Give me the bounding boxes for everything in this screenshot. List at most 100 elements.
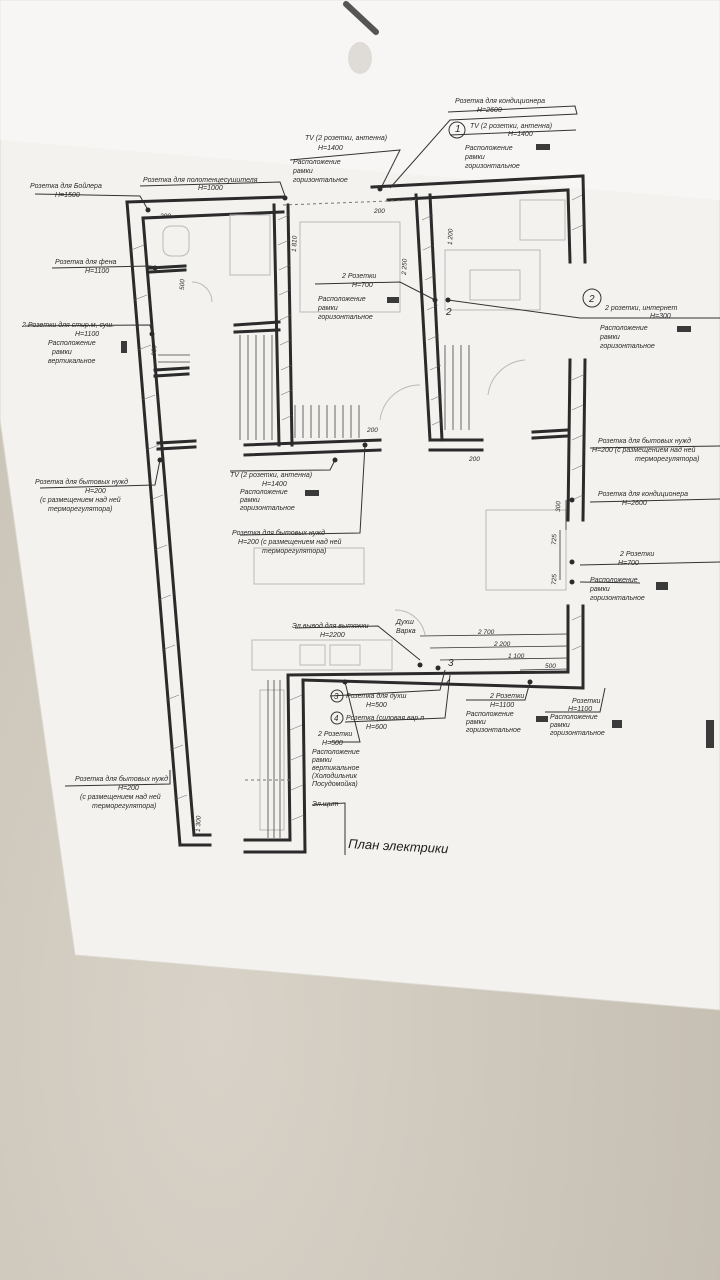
label-internet-pos3: горизонтальное (600, 343, 655, 350)
label-oven: Розетка для духш (346, 692, 407, 700)
label-kitchen2b-pos2: рамки (549, 722, 570, 729)
label-tv-mid-h: H=1400 (262, 481, 287, 488)
label-fridge-pos1: Расположение (312, 749, 360, 756)
label-household-right: Розетка для бытовых нужд (598, 437, 691, 445)
dim-200a: 200 (159, 213, 171, 220)
dimension-text: 200 200 200 200 1 810 2 250 1 200 500 95… (151, 208, 562, 832)
label-household-bottom-h: H=200 (118, 785, 139, 792)
label-household-left-h: H=200 (85, 488, 106, 495)
label-sockets2-right: 2 Розетки (619, 551, 654, 558)
marker-3: 3 (334, 692, 339, 701)
label-fridge-pos4: (Холодильник (312, 772, 358, 780)
label-household-bottom-note2: терморегулятора) (92, 803, 156, 810)
label-sockets2-right-pos2: рамки (589, 586, 610, 593)
label-internet: 2 розетки, интернет (604, 305, 677, 312)
labels-text: Розетка для Бойлера H=1500 Розетка для п… (21, 97, 699, 810)
furniture-outlines (162, 199, 567, 831)
label-tv-right-pos3: горизонтальное (465, 163, 520, 170)
label-washer-pos2: рамки (51, 349, 72, 356)
label-household-mid-note: терморегулятора) (262, 548, 326, 555)
label-boiler-h: H=1500 (55, 192, 80, 199)
label-internet-pos2: рамки (599, 334, 620, 341)
label-boiler: Розетка для Бойлера (30, 182, 102, 190)
label-tv-right-pos1: Расположение (465, 145, 513, 152)
label-oven-h: H=500 (366, 702, 387, 709)
label-sockets2-mid: 2 Розетки (341, 273, 376, 280)
label-fridge-pos3: вертикальное (312, 765, 360, 772)
label-kitchen2b-h: H=1100 (568, 706, 592, 713)
socket-markers (145, 186, 575, 685)
label-tv-top-pos1: Расположение (293, 159, 341, 166)
dim-950: 950 (151, 345, 158, 356)
label-sockets2-mid-pos3: горизонтальное (318, 314, 373, 321)
marker-2: 2 (445, 307, 452, 318)
dim-300: 300 (555, 501, 562, 512)
leader-lines (24, 105, 720, 855)
marker-2b: 2 (588, 294, 595, 305)
label-kitchen2-h: H=1100 (490, 702, 514, 709)
label-kitchen2b-pos1: Расположение (550, 714, 598, 721)
label-kitchen2-pos2: рамки (465, 719, 486, 726)
dim-1810: 1 810 (291, 235, 299, 252)
label-fridge-pos5: Посудомойка) (312, 780, 358, 788)
label-sockets2-mid-pos2: рамки (317, 305, 338, 312)
dim-725b: 725 (551, 574, 558, 585)
walls (125, 174, 587, 854)
label-sockets2-right-pos3: горизонтальное (590, 595, 645, 602)
label-kitchen2-pos1: Расположение (466, 711, 514, 718)
dim-2250: 2 250 (401, 258, 409, 276)
label-tv-right: TV (2 розетки, антенна) (470, 123, 552, 130)
numbered-markers (330, 121, 602, 725)
label-washer-pos3: вертикальное (48, 358, 96, 365)
label-kitchen2b-pos3: горизонтальное (550, 730, 605, 737)
dim-1200: 1 200 (447, 228, 455, 245)
dim-2700: 2 700 (477, 629, 495, 636)
label-ac-right-h: H=2600 (622, 500, 647, 507)
label-household-right-h: H=200 (с размещением над ней (592, 446, 696, 454)
label-ac-top: Розетка для кондиционера (455, 97, 545, 105)
label-washer: 2 Розетки для стир.м, суш. (21, 321, 114, 329)
marker-4b: 4 (445, 678, 451, 689)
label-kitchen2: 2 Розетки (489, 693, 524, 700)
label-household-right-note: терморегулятора) (635, 456, 699, 463)
dim-1300: 1 300 (195, 815, 203, 832)
label-internet-pos1: Расположение (600, 325, 648, 332)
label-kitchen2-pos3: горизонтальное (466, 727, 521, 734)
label-fridge-h: H=500 (322, 740, 343, 747)
tile-hatching (158, 335, 470, 838)
label-household-bottom-note1: (с размещением над ней (80, 793, 161, 801)
frame-icons (121, 144, 714, 748)
label-sockets2-mid-pos1: Расположение (318, 296, 366, 303)
label-tv-mid-pos1: Расположение (240, 489, 288, 496)
label-duct: Духш (395, 619, 414, 626)
label-fridge-pos2: рамки (311, 757, 332, 764)
dim-725a: 725 (551, 534, 558, 545)
label-hob: Розетка (силовая вар.п (346, 715, 424, 722)
label-tv-top-h: H=1400 (318, 145, 343, 152)
dim-2200: 2 200 (493, 641, 511, 648)
label-towel-h: H=1000 (198, 185, 223, 192)
label-internet-h: H=300 (650, 313, 671, 320)
marker-3b: 3 (448, 658, 454, 669)
label-tv-mid-pos2: рамки (239, 497, 260, 504)
marker-1: 1 (455, 124, 461, 135)
plan-title: План электрики (348, 836, 449, 856)
label-tv-right-h: H=1400 (508, 131, 533, 138)
label-duct2: Варка (396, 628, 416, 635)
dim-200b: 200 (373, 208, 385, 215)
label-washer-pos1: Расположение (48, 340, 96, 347)
label-tv-mid-pos3: горизонтальное (240, 505, 295, 512)
dim-200d: 200 (468, 456, 480, 463)
label-hob-h: H=600 (366, 724, 387, 731)
label-panel: Эл.щит (312, 801, 339, 808)
label-household-mid-h: H=200 (с размещением над ней (238, 538, 342, 546)
label-tv-right-pos2: рамки (464, 154, 485, 161)
label-kitchen2b: Розетки (572, 698, 601, 705)
label-household-mid: Розетка для бытовых нужд (232, 529, 325, 537)
dim-500b: 500 (545, 663, 556, 670)
label-tv-top-pos3: горизонтальное (293, 177, 348, 184)
label-household-bottom: Розетка для бытовых нужд (75, 775, 168, 783)
label-tv-top: TV (2 розетки, антенна) (305, 135, 387, 142)
label-hairdryer-h: H=1100 (85, 268, 109, 275)
label-sockets2-mid-h: H=700 (352, 282, 373, 289)
